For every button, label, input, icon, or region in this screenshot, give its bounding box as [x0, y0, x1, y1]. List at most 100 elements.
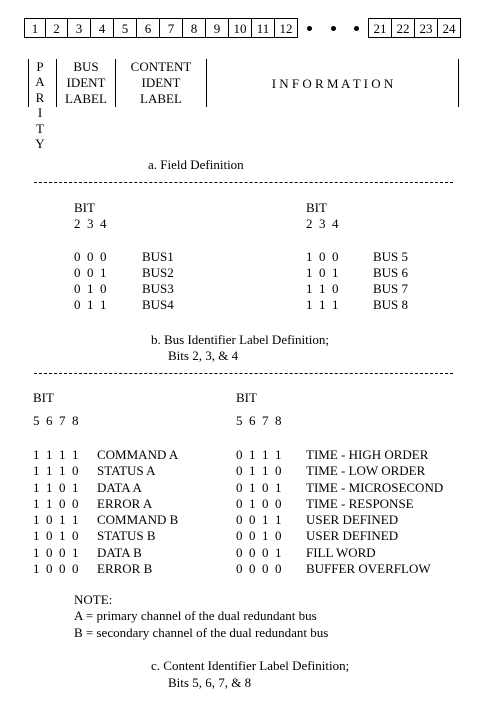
content-name: TIME - RESPONSE	[306, 495, 414, 511]
section-divider-1	[34, 182, 453, 183]
bit-cell-3: 3	[67, 18, 91, 38]
content-code: 1 1 0 0	[33, 495, 79, 511]
content-ident-line-1: CONTENT	[130, 59, 192, 74]
bit-cell-10: 10	[228, 18, 252, 38]
content-name: USER DEFINED	[306, 512, 399, 528]
bit-cell-5: 5	[113, 18, 137, 38]
content-code: 0 1 1 0	[236, 463, 282, 479]
parity-letter: Y	[35, 136, 45, 152]
bus-code: 1 0 1	[306, 265, 339, 280]
bus-name: BUS4	[142, 297, 174, 312]
content-bit-numbers-right: 5 6 7 8	[236, 413, 282, 428]
note-title: NOTE:	[74, 592, 113, 607]
content-name: STATUS A	[97, 463, 156, 479]
bit-cell-7: 7	[159, 18, 183, 38]
content-code: 1 0 0 1	[33, 544, 79, 560]
bit-cell-21: 21	[368, 18, 392, 38]
bit-cell-2: 2	[45, 18, 68, 38]
bit-cell-4: 4	[90, 18, 114, 38]
content-bit-header-right: BIT	[236, 390, 257, 405]
content-name: COMMAND B	[97, 512, 179, 528]
content-ident-line-3: LABEL	[140, 91, 182, 106]
content-name: BUFFER OVERFLOW	[306, 561, 431, 577]
note-a: A = primary channel of the dual redundan…	[74, 608, 317, 623]
content-name: TIME - LOW ORDER	[306, 463, 426, 479]
bus-name: BUS2	[142, 265, 174, 280]
content-name: COMMAND A	[97, 447, 179, 462]
caption-field-definition: a. Field Definition	[148, 157, 244, 172]
content-name: USER DEFINED	[306, 528, 399, 544]
content-name: STATUS B	[97, 528, 156, 544]
parity-letter: R	[35, 89, 45, 105]
content-code: 1 0 0 0	[33, 561, 79, 577]
content-name: DATA A	[97, 479, 142, 495]
bus-ident-line-3: LABEL	[65, 91, 107, 106]
bit-cell-8: 8	[182, 18, 206, 38]
bit-cell-6: 6	[136, 18, 160, 38]
ellipsis-dot	[354, 26, 359, 31]
content-code: 0 0 0 0	[236, 561, 282, 577]
bit-cell-11: 11	[251, 18, 275, 38]
section-divider-2	[34, 373, 453, 374]
divider-parity	[56, 59, 57, 107]
bit-cell-22: 22	[391, 18, 415, 38]
caption-content-identifier-1: c. Content Identifier Label Definition;	[151, 658, 350, 673]
bus-ident-line-1: BUS	[73, 59, 99, 74]
information-label: I N F O R M A T I O N	[271, 76, 394, 91]
parity-letter: P	[36, 59, 44, 74]
content-code: 0 0 1 1	[236, 512, 282, 528]
content-bit-header-left: BIT	[33, 390, 54, 405]
bus-name: BUS3	[142, 281, 174, 296]
bus-code: 0 0 1	[74, 265, 107, 280]
bit-header-left: BIT	[74, 200, 95, 215]
ellipsis-dot	[331, 26, 336, 31]
content-code: 1 0 1 1	[33, 512, 79, 528]
bit-cell-1: 1	[24, 18, 46, 38]
parity-letter: T	[36, 120, 44, 136]
content-name: FILL WORD	[306, 544, 376, 560]
bit-numbers-left: 2 3 4	[74, 216, 107, 231]
bus-ident-line-2: IDENT	[66, 75, 106, 90]
bus-code: 1 0 0	[306, 249, 339, 264]
content-code: 1 1 1 1	[33, 447, 79, 462]
content-code: 0 1 0 0	[236, 495, 282, 511]
bit-cell-12: 12	[274, 18, 298, 38]
content-code: 0 1 1 1	[236, 447, 282, 462]
content-name: DATA B	[97, 544, 142, 560]
content-ident-line-2: IDENT	[141, 75, 181, 90]
bus-code: 0 1 0	[74, 281, 107, 296]
parity-letter: A	[35, 74, 45, 90]
divider-left	[28, 59, 29, 107]
bit-cell-23: 23	[414, 18, 438, 38]
content-code: 1 1 0 1	[33, 479, 79, 495]
content-name: ERROR A	[97, 495, 153, 511]
content-code: 1 0 1 0	[33, 528, 79, 544]
bus-name: BUS 6	[373, 265, 409, 280]
bit-cell-24: 24	[437, 18, 461, 38]
caption-bus-identifier-1: b. Bus Identifier Label Definition;	[151, 332, 329, 347]
bus-code: 1 1 1	[306, 297, 339, 312]
caption-bus-identifier-2: Bits 2, 3, & 4	[168, 348, 239, 363]
bus-code: 0 1 1	[74, 297, 107, 312]
parity-letter: I	[37, 105, 43, 121]
caption-content-identifier-2: Bits 5, 6, 7, & 8	[168, 675, 252, 690]
content-code: 0 0 0 1	[236, 544, 282, 560]
bus-code: 0 0 0	[74, 249, 107, 264]
divider-content-ident	[206, 59, 207, 107]
content-code: 1 1 1 0	[33, 463, 79, 479]
bus-name: BUS1	[142, 249, 174, 264]
ellipsis-dot	[307, 26, 312, 31]
bus-code: 1 1 0	[306, 281, 339, 296]
bus-name: BUS 5	[373, 249, 409, 264]
divider-right	[458, 59, 459, 107]
